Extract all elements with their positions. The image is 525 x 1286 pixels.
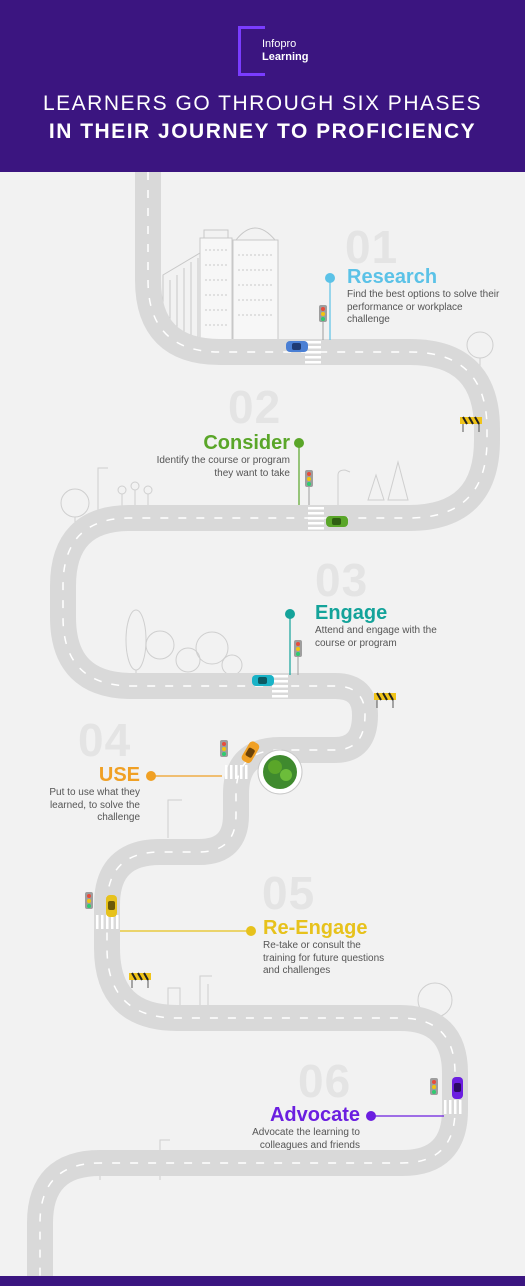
engage-marker xyxy=(285,609,295,675)
city-skyline-icon xyxy=(162,227,279,341)
phase-description: Attend and engage with the course or pro… xyxy=(315,625,437,649)
advocate-marker xyxy=(366,1111,444,1121)
phase-number: 04 xyxy=(78,714,132,766)
road-barrier-icon xyxy=(129,972,151,988)
crosswalk-icon xyxy=(272,675,288,698)
flowers-icon xyxy=(117,481,153,506)
traffic-light-icon xyxy=(220,740,228,757)
street-lamp-icon xyxy=(337,469,351,510)
street-lamp-icon xyxy=(167,799,182,838)
pine-tree-icon xyxy=(367,460,409,501)
footer-bar xyxy=(0,1276,525,1286)
page-title-line-1: LEARNERS GO THROUGH SIX PHASES xyxy=(42,92,483,115)
logo-text: Infopro Learning xyxy=(262,38,308,64)
header-banner: Infopro Learning LEARNERS GO THROUGH SIX… xyxy=(0,0,525,172)
logo-line-2: Learning xyxy=(262,51,309,63)
purple-car-icon xyxy=(452,1077,463,1099)
teal-car-icon xyxy=(252,675,274,686)
phase-title-research: Research xyxy=(347,266,438,288)
traffic-light-icon xyxy=(294,640,302,675)
consider-marker xyxy=(294,438,304,505)
traffic-light-icon xyxy=(430,1078,438,1095)
crosswalk-icon xyxy=(308,507,324,530)
phase-number: 01 xyxy=(345,221,399,273)
phase-title-advocate: Advocate xyxy=(269,1104,360,1126)
traffic-light-icon xyxy=(319,305,327,340)
crosswalk-icon xyxy=(96,915,119,929)
research-marker xyxy=(325,273,335,340)
phase-description: Advocate the learning to colleagues and … xyxy=(252,1127,360,1151)
crosswalk-icon xyxy=(305,341,321,364)
phase-title-engage: Engage xyxy=(315,602,388,624)
use-marker xyxy=(146,771,222,781)
street-lamp-icon xyxy=(97,467,108,510)
phase-description: Put to use what they learned, to solve t… xyxy=(49,787,140,823)
page-title-line-2: IN THEIR JOURNEY TO PROFICIENCY xyxy=(48,120,477,143)
logo-icon xyxy=(238,26,265,76)
phase-number: 05 xyxy=(262,867,316,919)
reengage-marker xyxy=(120,926,256,936)
traffic-light-icon xyxy=(305,470,313,505)
roundabout-bush-icon xyxy=(257,749,303,795)
crosswalk-icon xyxy=(444,1100,462,1114)
blue-car-icon xyxy=(286,341,308,352)
phase-title-use: USE xyxy=(98,764,140,786)
trees-icon xyxy=(125,609,243,680)
green-car-icon xyxy=(326,516,348,527)
phase-description: Re-take or consult the training for futu… xyxy=(263,940,385,976)
phase-title-reengage: Re-Engage xyxy=(263,917,368,939)
phase-number: 03 xyxy=(315,554,369,606)
road-barrier-icon xyxy=(374,692,396,708)
orange-car-icon xyxy=(241,741,260,764)
phase-number: 02 xyxy=(228,381,282,433)
phase-description: Identify the course or program they want… xyxy=(156,455,290,479)
phase-number: 06 xyxy=(298,1055,352,1107)
traffic-light-icon xyxy=(85,892,93,909)
road-barrier-icon xyxy=(460,416,482,432)
yellow-car-icon xyxy=(106,895,117,917)
phase-title-consider: Consider xyxy=(203,432,290,454)
road-map xyxy=(27,172,500,1276)
phase-description: Find the best options to solve their per… xyxy=(347,289,500,325)
crosswalk-icon xyxy=(225,765,248,779)
logo-line-1: Infopro xyxy=(262,38,297,50)
